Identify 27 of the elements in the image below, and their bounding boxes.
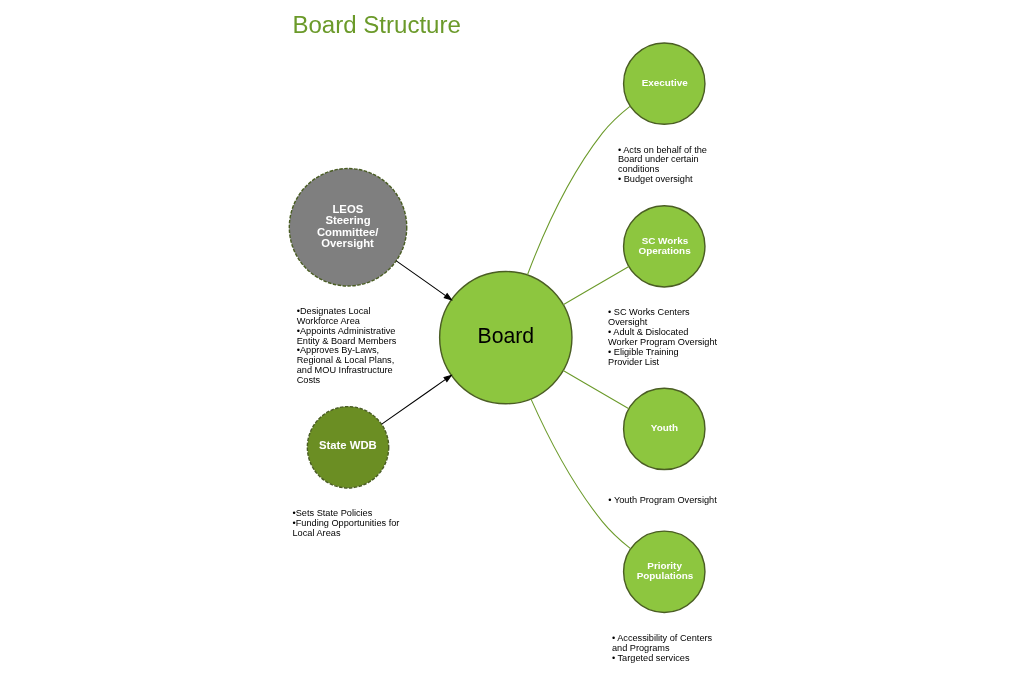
node-label: • Accessibility of Centers and Programs xyxy=(611,632,713,653)
diagram-title: Board Structure xyxy=(292,11,461,39)
node-label: • SC Works Centers Oversight xyxy=(608,307,690,328)
node-label: • Budget oversight xyxy=(617,174,693,185)
node-circle: Executive xyxy=(622,42,706,125)
arrow xyxy=(395,260,453,301)
node-circle: Priority Populations xyxy=(622,530,706,614)
arrow xyxy=(381,374,453,425)
node-label: • Eligible Training Provider List xyxy=(608,346,679,367)
connector xyxy=(562,266,630,306)
connector xyxy=(562,370,630,410)
node-label: •Appoints Administrative Entity & Board Members xyxy=(296,325,397,346)
node-label: • Youth Program Oversight xyxy=(608,494,717,505)
node-label: • Adult & Dislocated Worker Program Oversight xyxy=(608,327,718,347)
node-label: •Sets State Policies xyxy=(292,508,373,519)
connector xyxy=(530,398,632,550)
node-label: • Acts on behalf of the Board under certain conditions xyxy=(617,144,707,175)
node-label: •Designates Local Workforce Area xyxy=(296,305,371,326)
connector xyxy=(526,105,631,276)
node-label: •Approves By-Laws, Regional & Local Plans, and MOU Infrastructure Costs xyxy=(296,345,395,386)
node-circle: Youth xyxy=(622,387,706,471)
node-circle: SC Works Operations xyxy=(622,204,706,288)
node-label: •Funding Opportunities for Local Areas xyxy=(292,518,400,538)
node-circle: Board xyxy=(438,270,573,405)
node-circle: LEOS Steering Committee/ Oversight xyxy=(288,167,408,287)
node-circle: State WDB xyxy=(306,405,390,489)
node-label: • Targeted services xyxy=(611,652,690,663)
